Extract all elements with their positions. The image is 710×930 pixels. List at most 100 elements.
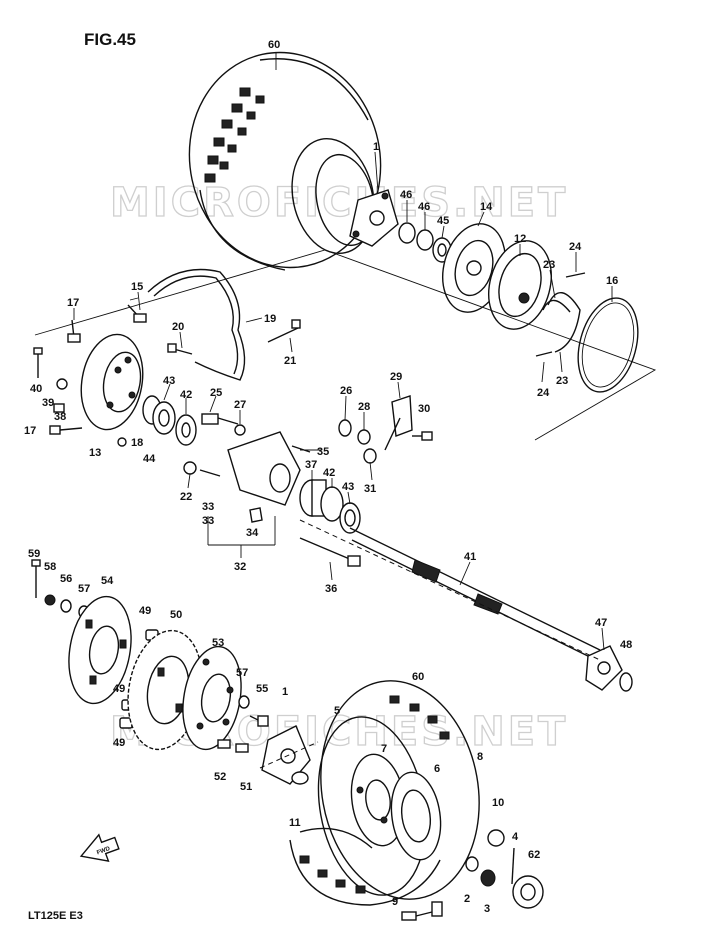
caliper-bracket <box>183 413 301 506</box>
label-8: 8 <box>477 751 483 763</box>
label-55: 55 <box>256 683 268 695</box>
label-58: 58 <box>44 561 56 573</box>
label-24-bottom: 24 <box>537 387 550 399</box>
bolt-15 <box>127 304 147 323</box>
label-49-mid: 49 <box>113 683 125 695</box>
brake-shoes <box>535 272 586 357</box>
model-code: LT125E E3 <box>28 910 83 922</box>
label-35: 35 <box>317 446 329 458</box>
label-31: 31 <box>364 483 376 495</box>
bearings-upper <box>117 395 197 447</box>
label-52: 52 <box>214 771 226 783</box>
rear-tire-upper <box>188 51 382 271</box>
label-42-upper: 42 <box>180 389 192 401</box>
label-16: 16 <box>606 275 618 287</box>
watermark-top: MICROFICHES.NET <box>110 180 568 226</box>
bracket-32 <box>207 507 276 558</box>
label-59: 59 <box>28 548 40 560</box>
label-42-mid: 42 <box>323 467 335 479</box>
label-17-bottom: 17 <box>24 425 36 437</box>
part-labels: 60 1 46 46 45 14 12 24 23 16 23 24 15 17… <box>24 39 632 915</box>
label-60-lower: 60 <box>412 671 424 683</box>
rear-axle <box>349 527 601 661</box>
breather-hose <box>147 268 246 381</box>
label-26: 26 <box>340 385 352 397</box>
label-43-mid: 43 <box>342 481 354 493</box>
label-62: 62 <box>528 849 540 861</box>
label-9: 9 <box>392 896 398 908</box>
label-53: 53 <box>212 637 224 649</box>
label-20: 20 <box>172 321 184 333</box>
label-45: 45 <box>437 215 449 227</box>
label-1-lower: 1 <box>282 686 288 698</box>
fwd-direction-badge: FWD <box>79 833 120 863</box>
wheel-hub-upper <box>349 189 399 247</box>
label-41: 41 <box>464 551 476 563</box>
label-36: 36 <box>325 583 337 595</box>
label-40: 40 <box>30 383 42 395</box>
label-49-top: 49 <box>139 605 151 617</box>
wheel-studs-bottom <box>401 856 496 921</box>
label-27: 27 <box>234 399 246 411</box>
bolt-36 <box>299 537 361 567</box>
label-11: 11 <box>289 817 301 829</box>
label-57-left: 57 <box>78 583 90 595</box>
label-21: 21 <box>284 355 296 367</box>
sprocket-cover <box>68 595 132 705</box>
wheel-rim <box>350 753 442 861</box>
label-60-upper: 60 <box>268 39 280 51</box>
label-54: 54 <box>101 575 114 587</box>
assembly-frame <box>34 249 657 441</box>
label-10: 10 <box>492 797 504 809</box>
wheel-hub-lower <box>261 725 311 785</box>
leader-lines <box>73 52 613 651</box>
label-18: 18 <box>131 437 143 449</box>
label-5: 5 <box>334 705 340 717</box>
pins-20-21 <box>167 319 301 355</box>
figure-title: FIG.45 <box>84 30 136 49</box>
label-6: 6 <box>434 763 440 775</box>
label-46-b: 46 <box>418 201 430 213</box>
label-37: 37 <box>305 459 317 471</box>
axle-housing-13 <box>80 333 144 431</box>
rear-tire-lower <box>289 680 480 906</box>
label-50: 50 <box>170 609 182 621</box>
label-23-bottom: 23 <box>556 375 568 387</box>
label-33-a: 33 <box>202 501 214 513</box>
lug-nut-and-valve <box>487 829 544 909</box>
label-32: 32 <box>234 561 246 573</box>
label-51: 51 <box>240 781 252 793</box>
fwd-text: FWD <box>96 846 112 857</box>
brake-panel <box>488 240 552 330</box>
label-48: 48 <box>620 639 632 651</box>
label-3: 3 <box>484 903 490 915</box>
label-34: 34 <box>246 527 259 539</box>
label-24-top: 24 <box>569 241 582 253</box>
label-47: 47 <box>595 617 607 629</box>
label-19: 19 <box>264 313 276 325</box>
label-4: 4 <box>512 831 519 843</box>
label-22: 22 <box>180 491 192 503</box>
o-ring-seal <box>577 297 639 393</box>
label-17-top: 17 <box>67 297 79 309</box>
label-39: 39 <box>42 397 54 409</box>
label-7: 7 <box>381 743 387 755</box>
label-23-top: 23 <box>543 259 555 271</box>
hub-nuts <box>217 695 269 753</box>
label-44: 44 <box>143 453 156 465</box>
alignment-guides <box>259 519 601 769</box>
label-13: 13 <box>89 447 101 459</box>
label-38: 38 <box>54 411 66 423</box>
spacer-bearings-mid <box>299 479 361 534</box>
axle-hub-47 <box>585 645 633 692</box>
label-15: 15 <box>131 281 143 293</box>
label-46-a: 46 <box>400 189 412 201</box>
label-28: 28 <box>358 401 370 413</box>
label-33-b: 33 <box>202 515 214 527</box>
label-29: 29 <box>390 371 402 383</box>
label-12: 12 <box>514 233 526 245</box>
label-30: 30 <box>418 403 430 415</box>
label-25: 25 <box>210 387 222 399</box>
label-56: 56 <box>60 573 72 585</box>
